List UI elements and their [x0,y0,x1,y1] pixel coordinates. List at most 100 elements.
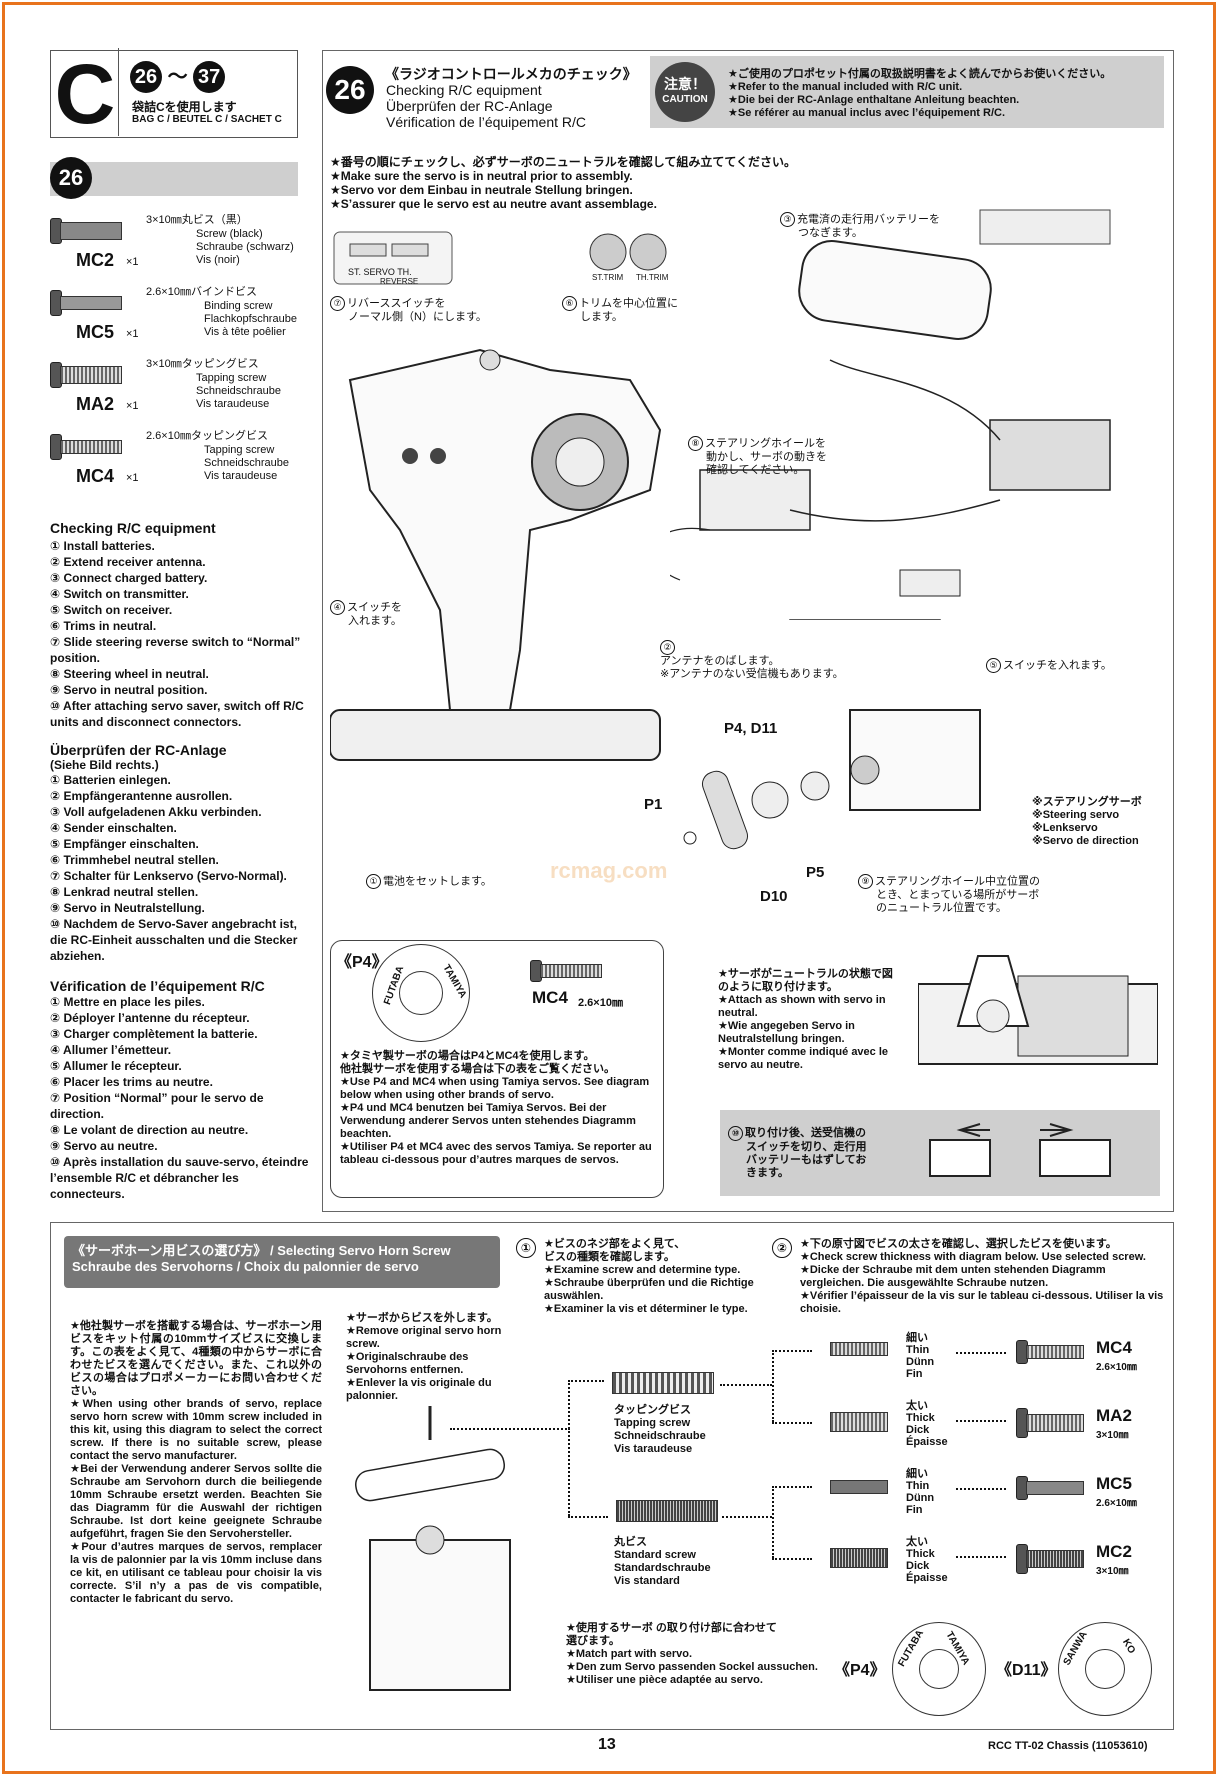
checklist-item: ⑦ Slide steering reverse switch to “Norm… [50,635,301,665]
checklist-item: ③ Voll aufgeladenen Akku verbinden. [50,805,262,819]
part-en: Binding screw [204,300,273,312]
result-size: 3×10㎜ [1096,1566,1129,1577]
result-arrow-line [956,1556,1006,1558]
tapping-screw-icon [612,1372,714,1394]
match-line: ★Match part with servo. [566,1648,692,1660]
thin-line: Dünn [906,1492,935,1504]
checklist-item: ⑥ Trimmhebel neutral stellen. [50,853,219,867]
watermark: rcmag.com [550,858,668,883]
thin-standard-screw-icon [830,1480,888,1494]
caution-line: ★Die bei der RC-Anlage enthaltane Anleit… [728,94,1020,106]
callout-text: 充電済の走行用バッテリーを [797,213,940,226]
part-qty: ×1 [126,400,139,412]
p4-text: ★タミヤ製サーボの場合はP4とMC4を使用します。他社製サーボを使用する場合は下… [340,1050,660,1167]
p4-info-box [330,940,664,1198]
callout-text: アンテナをのばします。 [660,655,780,667]
callout-text2: ※アンテナのない受信機もあります。 [660,668,844,680]
checklist-item: ⑤ Empfänger einschalten. [50,837,199,851]
step10-line: スイッチを切り、走行用 [746,1141,867,1153]
callout-text2: つなぎます。 [798,227,863,239]
horn-ko: KO [1119,1637,1138,1656]
thick-line: Dick [906,1560,930,1572]
horn-left-line: ★Pour d’autres marques de servos, rempla… [70,1541,322,1605]
callout-text: ステアリングホイールを [705,437,826,450]
note-line: ★Servo vor dem Einbau in neutrale Stellu… [330,183,633,197]
callout-number: ③ [780,212,795,227]
attach-line: ★サーボがニュートラルの状態で図のように取り付けます。 [718,968,893,993]
callout-number: ⑤ [986,658,1001,673]
checklist-item: ⑥ Trims in neutral. [50,619,157,633]
part-qty: ×1 [126,256,139,268]
result-screw-shank-icon [1026,1481,1084,1495]
checklist-title: Überprüfen der RC-Anlage [50,742,227,758]
part-de: Schneidschraube [196,385,282,397]
horn-title-jp: 《サーボホーン用ビスの選び方》 [72,1243,267,1258]
part-en: Tapping screw [204,444,275,456]
part-size-jp: 2.6×10㎜バインドビス [146,286,257,298]
result-screw-shank-icon [1026,1345,1084,1359]
checklist-item: ⑩ After attaching servo saver, switch of… [50,699,304,729]
caution-line: ★ご使用のプロポセット付属の取扱説明書をよく読んでからお使いください。 [728,68,1112,80]
part-fr: Vis taraudeuse [196,398,270,410]
note-line: ★番号の順にチェックし、必ずサーボのニュートラルを確認して組み立ててください。 [330,155,797,169]
callout-text: スイッチを [347,601,402,614]
caution-line: ★Se référer au manual inclus avec l’équi… [728,107,1006,119]
connector-line [568,1380,570,1516]
connector-line [772,1350,812,1352]
horn-p4-label: 《P4》 [834,1662,886,1679]
checklist-item: ⑦ Schalter für Lenkservo (Servo-Normal). [50,869,287,883]
part-item: MC5 ×1 2.6×10㎜バインドビス Binding screw Flach… [50,286,310,348]
reverse-panel-label: ST. SERVO TH. [348,267,412,277]
caution-jp: 注意！ [664,76,706,92]
screw-shank-icon [60,296,122,310]
match-line: ★Den zum Servo passenden Sockel aussuche… [566,1661,818,1673]
step-range-sep: 〜 [167,66,188,88]
checklist-item: ⑤ Allumer le récepteur. [50,1059,182,1073]
horn-step2-lines: ★下の原寸図でビスの太さを確認し、選択したビスを使います。★Check scre… [800,1238,1168,1316]
step10-line: 取り付け後、送受信機の [745,1127,866,1140]
callout-text2: ノーマル側（N）にします。 [348,311,487,323]
step1-line: ビスの種類を確認します。 [544,1251,675,1263]
checklist-items: ① Mettre en place les piles.② Déployer l… [50,994,310,1202]
checklist-item: ⑧ Le volant de direction au neutre. [50,1123,249,1137]
connector-line [720,1384,772,1386]
thick-standard-screw-icon [830,1548,888,1568]
horn-step1-lines: ★ビスのネジ部をよく見て、ビスの種類を確認します。★Examine screw … [544,1238,776,1316]
callout-text: スイッチを入れます。 [1003,659,1112,672]
checklist-items: ① Install batteries.② Extend receiver an… [50,538,310,730]
checklist-item: ④ Sender einschalten. [50,821,177,835]
attach-line: ★Wie angegeben Servo in Neutralstellung … [718,1020,855,1045]
thick-line: 太い [906,1400,928,1412]
callout-text2: 入れます。 [348,615,402,627]
result-code: MA2 [1096,1406,1132,1425]
checklist-item: ④ Switch on transmitter. [50,587,189,601]
horn-d11-label: 《D11》 [996,1662,1057,1679]
callout-number: ⑥ [562,296,577,311]
caution-text: ★ご使用のプロポセット付属の取扱説明書をよく読んでからお使いください。★Refe… [728,68,1168,120]
checklist-title: Vérification de l’équipement R/C [50,978,265,994]
thick-line: Dick [906,1424,930,1436]
part-en: Screw (black) [196,228,263,240]
servo-horn-illustration [355,1406,511,1691]
caution-icon: 注意！ CAUTION [655,62,715,122]
section-header [50,50,298,138]
screw-shank-icon [60,440,122,454]
disconnect-connector-illustration [929,1123,1111,1177]
th-trim-label: TH.TRIM [636,273,669,282]
checklist-item: ⑨ Servo in Neutralstellung. [50,901,205,915]
result-size: 2.6×10㎜ [1096,1498,1137,1509]
screw-shank-icon [60,222,122,240]
checklist-item: ② Déployer l’antenne du récepteur. [50,1011,250,1025]
result-code: MC2 [1096,1542,1132,1561]
note-line: ★S’assurer que le servo est au neutre av… [330,197,657,211]
thin-line: 細い [906,1468,928,1480]
thin-line: Thin [906,1480,930,1492]
result-code: MC5 [1096,1474,1132,1493]
checklist-item: ⑦ Position “Normal” pour le servo de dir… [50,1091,264,1121]
result-code: MC4 [1096,1338,1132,1357]
callout-text: 電池をセットします。 [383,875,492,888]
step1-line: ★Examine screw and determine type. [544,1264,741,1276]
step-range-end: 37 [193,61,226,93]
